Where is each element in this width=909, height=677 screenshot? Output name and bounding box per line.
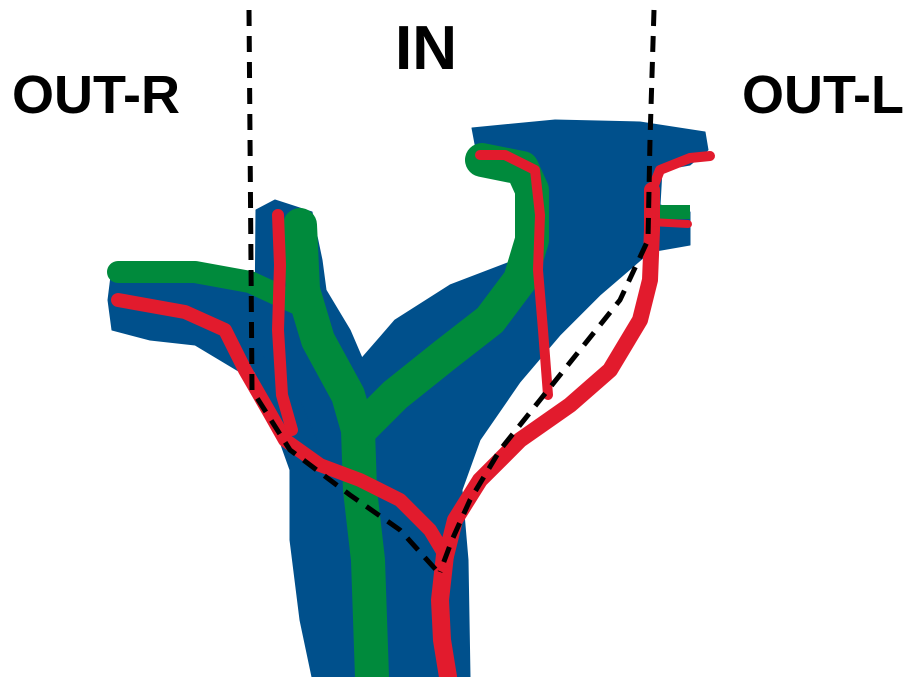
label-out-l: OUT-L [742, 68, 904, 122]
red-track-lower-trunk [440, 555, 448, 677]
vessel-trunk [255, 120, 708, 677]
label-in: IN [395, 18, 457, 80]
label-out-r: OUT-R [12, 68, 180, 122]
